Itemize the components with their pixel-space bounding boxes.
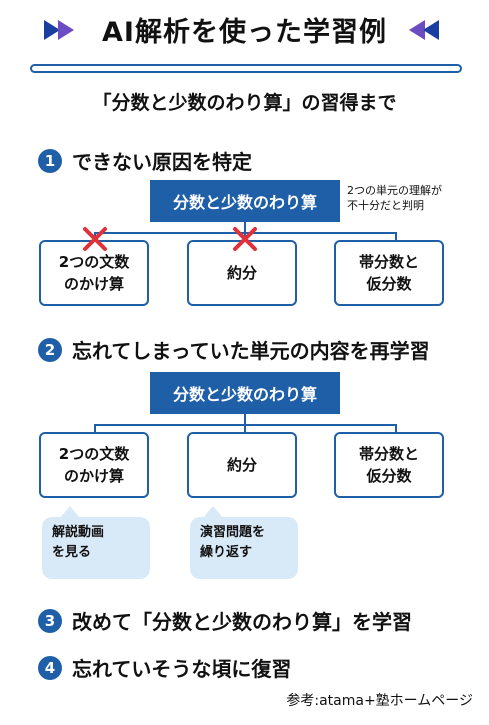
step-number-badge: 4: [38, 655, 62, 680]
double-arrow-right-icon: [43, 19, 80, 40]
step-text: 忘れてしまっていた単元の内容を再学習: [72, 339, 430, 363]
unit-box: 約分: [187, 432, 297, 498]
step-number-badge: 1: [38, 148, 62, 173]
page-title-text: AI解析を使った学習例: [102, 17, 387, 48]
subtitle: 「分数と少数のわり算」の習得まで: [92, 92, 397, 114]
step-text: できない原因を特定: [72, 150, 252, 174]
cross-icon: [83, 227, 107, 251]
speech-bubble-tail: [60, 506, 80, 518]
diagram-top-box: 分数と少数のわり算: [150, 372, 340, 414]
unit-box: 約分: [187, 240, 297, 306]
unit-box: 帯分数と 仮分数: [334, 240, 444, 306]
speech-bubble-tail: [203, 506, 223, 518]
source-credit: 参考:atama+塾ホームページ: [286, 693, 473, 709]
connector-line: [244, 414, 246, 426]
step-text: 改めて「分数と少数のわり算」を学習: [72, 610, 412, 634]
step-4: 4 忘れていそうな頃に復習: [38, 653, 291, 682]
step-text: 忘れていそうな頃に復習: [72, 657, 292, 681]
step-number-badge: 3: [38, 608, 62, 633]
diagram-note: 2つの単元の理解が 不十分だと判明: [347, 184, 442, 213]
page-title: AI解析を使った学習例: [0, 10, 489, 49]
connector-line: [94, 424, 96, 432]
double-arrow-left-icon: [409, 19, 445, 40]
connector-line: [94, 232, 96, 240]
unit-box: 帯分数と 仮分数: [334, 432, 444, 498]
diagram-top-box: 分数と少数のわり算: [150, 180, 340, 222]
speech-bubble: 解説動画 を見る: [42, 517, 150, 579]
unit-box: 2つの文数 のかけ算: [39, 432, 149, 498]
step-1: 1 できない原因を特定: [38, 146, 252, 175]
step-number-badge: 2: [38, 337, 62, 362]
speech-bubble: 演習問題を 繰り返す: [190, 517, 298, 579]
connector-line: [395, 424, 397, 432]
connector-line: [395, 232, 397, 240]
connector-line: [244, 424, 246, 432]
step-3: 3 改めて「分数と少数のわり算」を学習: [38, 606, 412, 635]
connector-line: [244, 222, 246, 234]
title-underline: [30, 64, 462, 73]
cross-icon: [233, 227, 257, 251]
connector-line: [244, 232, 246, 240]
step-2: 2 忘れてしまっていた単元の内容を再学習: [38, 335, 430, 364]
